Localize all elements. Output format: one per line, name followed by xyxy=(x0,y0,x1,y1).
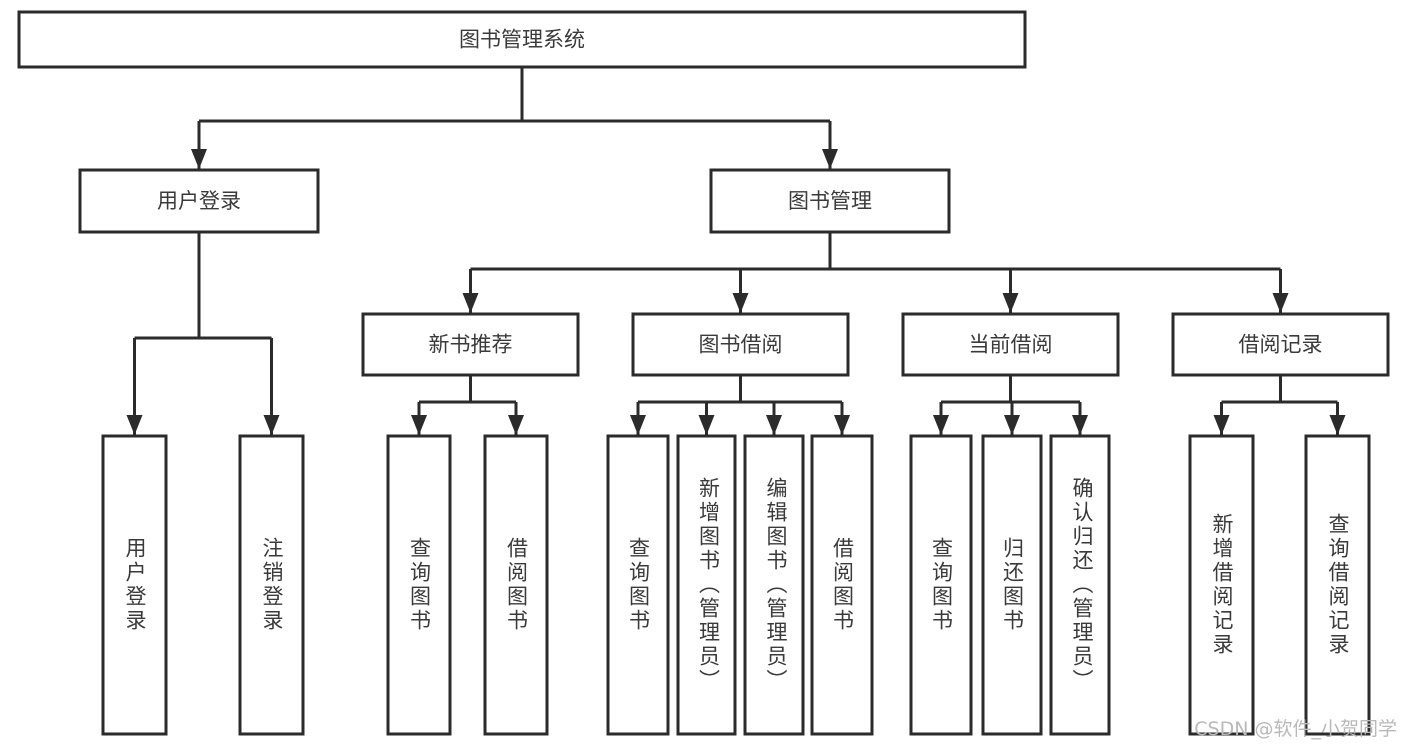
arrow-head xyxy=(822,149,838,169)
node-label-newbook: 新书推荐 xyxy=(429,333,513,357)
node-leaf-borrow-book-1[interactable] xyxy=(483,434,549,736)
node-box-leaf-edit-book xyxy=(743,434,805,736)
node-label-leaf-add-book: 新增图书（管理员） xyxy=(696,477,721,693)
node-records[interactable]: 借阅记录 xyxy=(1171,312,1390,377)
edge-group-login xyxy=(126,232,280,435)
node-leaf-confirm-return[interactable] xyxy=(1049,434,1111,736)
node-box-leaf-add-book xyxy=(676,434,737,736)
arrow-head xyxy=(1072,415,1088,435)
node-box-leaf-query-book-1 xyxy=(386,434,452,736)
node-leaf-user-login[interactable] xyxy=(101,434,168,736)
node-label-login: 用户登录 xyxy=(157,189,241,213)
node-box-current xyxy=(901,312,1120,377)
node-label-leaf-query-book-1: 查询图书 xyxy=(407,537,432,633)
node-label-current: 当前借阅 xyxy=(969,333,1053,357)
node-box-bookmgmt xyxy=(709,168,951,234)
node-box-newbook xyxy=(361,312,580,377)
node-box-root xyxy=(17,10,1027,69)
node-leaf-borrow-book-2[interactable] xyxy=(810,434,874,736)
node-bookmgmt[interactable]: 图书管理 xyxy=(709,168,951,234)
node-box-leaf-borrow-book-2 xyxy=(810,434,874,736)
node-box-borrow xyxy=(631,312,850,377)
node-leaf-add-book[interactable] xyxy=(676,434,737,736)
node-borrow[interactable]: 图书借阅 xyxy=(631,312,850,377)
edge-group-records xyxy=(1213,375,1346,435)
node-label-leaf-add-record: 新增借阅记录 xyxy=(1210,513,1234,657)
arrow-head xyxy=(462,293,479,313)
node-login[interactable]: 用户登录 xyxy=(78,168,320,234)
node-box-leaf-query-book-3 xyxy=(909,434,973,736)
node-label-bookmgmt: 图书管理 xyxy=(788,189,872,213)
node-box-leaf-query-record xyxy=(1304,434,1371,736)
node-box-leaf-return-book xyxy=(981,434,1043,736)
node-leaf-edit-book[interactable] xyxy=(743,434,805,736)
node-box-login xyxy=(78,168,320,234)
arrow-head xyxy=(411,415,427,435)
node-leaf-add-record[interactable] xyxy=(1188,434,1255,736)
node-label-leaf-confirm-return: 确认归还（管理员） xyxy=(1070,477,1094,693)
node-box-leaf-user-login xyxy=(101,434,168,736)
arrow-head xyxy=(698,415,715,435)
node-leaf-query-book-3[interactable] xyxy=(909,434,973,736)
arrow-head xyxy=(1002,293,1019,313)
node-label-leaf-borrow-book-1: 借阅图书 xyxy=(504,537,529,633)
node-leaf-return-book[interactable] xyxy=(981,434,1043,736)
node-box-leaf-query-book-2 xyxy=(606,434,670,736)
arrow-head xyxy=(126,415,143,435)
node-box-leaf-borrow-book-1 xyxy=(483,434,549,736)
arrow-head xyxy=(263,415,280,435)
edge-group-current xyxy=(933,375,1088,435)
arrow-head xyxy=(1272,293,1289,313)
connector-layer xyxy=(126,67,1346,435)
node-label-leaf-return-book: 归还图书 xyxy=(1000,537,1025,633)
arrow-head xyxy=(1329,415,1346,435)
node-leaf-query-record[interactable] xyxy=(1304,434,1371,736)
arrow-head xyxy=(191,149,207,169)
edge-group-borrow xyxy=(630,375,850,435)
node-leaf-query-book-2[interactable] xyxy=(606,434,670,736)
node-label-leaf-query-book-3: 查询图书 xyxy=(929,537,954,633)
node-box-leaf-user-logout xyxy=(238,434,305,736)
arrow-head xyxy=(732,293,749,313)
arrow-head xyxy=(933,415,949,435)
node-label-leaf-user-login: 用户登录 xyxy=(123,537,147,633)
node-label-leaf-query-record: 查询借阅记录 xyxy=(1326,513,1350,657)
node-label-leaf-user-logout: 注销登录 xyxy=(260,537,284,633)
watermark-text: CSDN @软件_小贺同学 xyxy=(1194,718,1397,740)
node-label-leaf-query-book-2: 查询图书 xyxy=(626,537,651,633)
node-current[interactable]: 当前借阅 xyxy=(901,312,1120,377)
node-label-leaf-borrow-book-2: 借阅图书 xyxy=(830,537,855,633)
node-newbook[interactable]: 新书推荐 xyxy=(361,312,580,377)
edge-group-bookmgmt xyxy=(462,232,1289,313)
node-leaf-query-book-1[interactable] xyxy=(386,434,452,736)
node-label-borrow: 图书借阅 xyxy=(699,333,783,357)
node-box-records xyxy=(1171,312,1390,377)
arrow-head xyxy=(508,415,524,435)
node-box-leaf-add-record xyxy=(1188,434,1255,736)
node-box-leaf-confirm-return xyxy=(1049,434,1111,736)
node-label-leaf-edit-book: 编辑图书（管理员） xyxy=(764,477,788,693)
node-label-root: 图书管理系统 xyxy=(459,28,585,52)
node-label-records: 借阅记录 xyxy=(1239,333,1323,357)
node-leaf-user-logout[interactable] xyxy=(238,434,305,736)
node-root[interactable]: 图书管理系统 xyxy=(17,10,1027,69)
arrow-head xyxy=(1004,415,1020,435)
arrow-head xyxy=(834,415,850,435)
arrow-head xyxy=(630,415,646,435)
arrow-head xyxy=(766,415,782,435)
edge-group-root xyxy=(191,67,838,169)
edge-group-newbook xyxy=(411,375,524,435)
arrow-head xyxy=(1213,415,1230,435)
